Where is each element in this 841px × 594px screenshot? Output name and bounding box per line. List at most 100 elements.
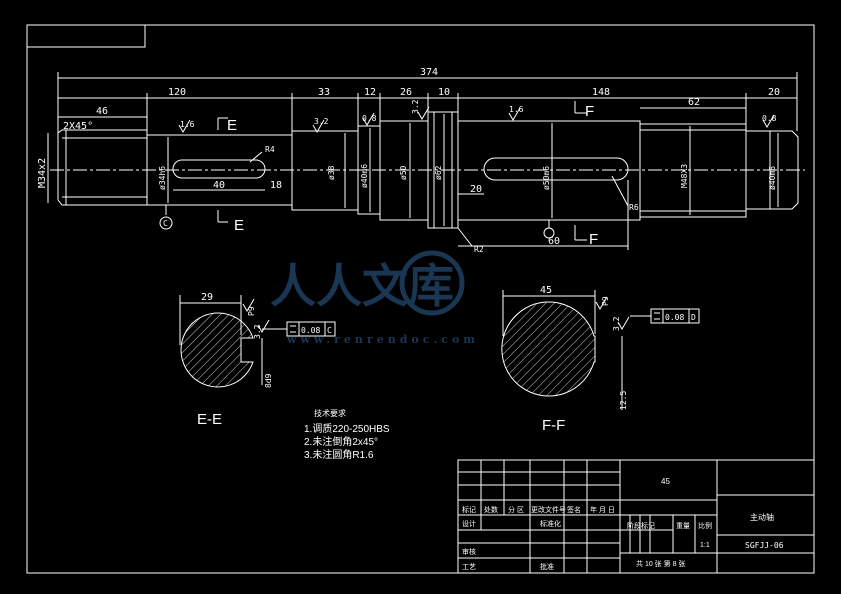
datum-d-symbol: [543, 227, 555, 239]
notes-title: 技术要求: [314, 408, 346, 418]
dim-r2: R2: [474, 245, 484, 254]
keyway-e: [172, 159, 266, 179]
datum-c-symbol: [159, 216, 173, 230]
ee-label: E-E: [197, 411, 222, 428]
section-mark-f-bottom: F: [589, 231, 598, 248]
rough-16a: 1.6: [180, 120, 195, 129]
ee-datum: C: [327, 326, 332, 335]
tb-drawing-no: SGFJJ-06: [745, 541, 784, 550]
title-block: 标记 处数 分 区 更改文件号 签名 年 月 日 设计 标准化 审核 工艺 批准…: [457, 459, 815, 574]
datum-c-letter: C: [163, 219, 168, 228]
watermark-brand: 人人文库: [270, 259, 454, 313]
tb-count: 处数: [484, 505, 498, 514]
dim-46: 46: [96, 106, 108, 117]
notes-line2: 2.未注倒角2x45°: [304, 435, 378, 448]
tb-material: 45: [661, 477, 670, 486]
shaft-view: [47, 111, 805, 229]
tb-docno: 更改文件号: [531, 505, 566, 514]
dim-dia40a: ø40m6: [360, 164, 369, 188]
tb-scale-h: 比例: [698, 521, 712, 530]
dim-20: 20: [768, 87, 780, 98]
notes-line3: 3.未注圆角R1.6: [304, 448, 374, 461]
tb-design: 设计: [462, 519, 476, 528]
dim-26: 26: [400, 87, 412, 98]
dim-thread2: M48X3: [680, 164, 689, 188]
rough-16b: 1.6: [509, 105, 524, 114]
thread-segment-48: [639, 123, 747, 218]
dim-120: 120: [168, 87, 186, 98]
tb-mark: 标记: [462, 505, 476, 514]
dim-148: 148: [592, 87, 610, 98]
ee-width: 29: [201, 292, 213, 303]
dim-dia34: ø34h6: [158, 166, 167, 190]
rough-08b: 0.8: [762, 114, 777, 123]
dim-12: 12: [364, 87, 376, 98]
section-ff-shape: [501, 301, 596, 397]
corner-label-box: [26, 24, 146, 48]
dim-r6: R6: [629, 203, 639, 212]
section-mark-e-top: E: [227, 117, 237, 134]
rough-32a: 3.2: [314, 117, 329, 126]
ee-tol: 0.08: [301, 326, 320, 335]
tb-check: 审核: [462, 547, 476, 556]
section-mark-e-bottom: E: [234, 217, 244, 234]
dim-chamfer: 2X45°: [63, 121, 93, 132]
dimension-texts: 374 120 46 33 12 26 10 148 62 20 40 18 2…: [37, 67, 780, 254]
roughness-icon: [362, 112, 375, 126]
ff-depth: 12.5: [619, 391, 628, 410]
thread-segment: [57, 129, 148, 206]
dim-18: 18: [270, 180, 282, 191]
dim-overall: 374: [420, 67, 438, 78]
segment-38: [291, 130, 359, 211]
tb-approve: 批准: [540, 562, 554, 571]
ff-width: 45: [540, 285, 552, 296]
notes-line1: 1.调质220-250HBS: [304, 423, 390, 435]
dim-33: 33: [318, 87, 330, 98]
drawing-border: [26, 24, 815, 574]
dim-dia38: ø38: [327, 165, 336, 180]
rough-08a: 0.8: [362, 114, 377, 123]
ff-datum: D: [691, 313, 696, 322]
tb-sheets: 共 10 张 第 8 张: [636, 559, 685, 568]
ee-rough: 3.2: [253, 324, 262, 339]
dim-dia50: ø50: [399, 165, 408, 180]
dim-60: 60: [548, 236, 560, 247]
keyway-f: [483, 157, 629, 181]
dim-10: 10: [438, 87, 450, 98]
section-ee: 29 3.2 8d9 P9 0.08 C E-E: [179, 292, 336, 428]
tb-weight: 重量: [676, 522, 690, 530]
ff-rough: 3.2: [612, 316, 621, 331]
dim-dia62: ø62: [434, 165, 443, 180]
ee-depth: 8d9: [264, 373, 273, 388]
dim-62: 62: [688, 97, 700, 108]
ff-key: P9: [601, 296, 610, 306]
roughness-icon: [417, 106, 430, 120]
dimension-lines: [57, 72, 798, 250]
technical-notes: 技术要求 1.调质220-250HBS 2.未注倒角2x45° 3.未注圆角R1…: [304, 408, 390, 461]
tb-stage: 阶段标记: [627, 521, 655, 530]
section-ff: 45 3.2 12.5 P9 0.08 D F-F: [501, 285, 700, 434]
tb-zone: 分 区: [508, 505, 524, 514]
tb-date: 年 月 日: [590, 505, 615, 514]
dim-dia50b: ø50m6: [542, 166, 551, 190]
ff-tol: 0.08: [665, 313, 684, 322]
tb-part-name: 主动轴: [750, 512, 774, 522]
tb-process: 工艺: [462, 563, 476, 571]
watermark-logo-ring: [399, 250, 465, 316]
dim-dia40b: ø40m6: [768, 166, 777, 190]
segment-40b: [746, 130, 799, 210]
dim-r4: R4: [265, 145, 275, 154]
ff-label: F-F: [542, 417, 565, 434]
roughness-icon: [508, 107, 521, 121]
ee-key: P9: [247, 306, 256, 316]
dim-40: 40: [213, 180, 225, 191]
dim-20b: 20: [470, 184, 482, 195]
dim-thread: M34x2: [37, 158, 48, 188]
tb-sign: 签名: [567, 505, 581, 514]
tb-scale: 1:1: [700, 542, 710, 549]
roughness-icon: [178, 119, 191, 133]
tb-std: 标准化: [540, 519, 561, 528]
roughness-icon: [312, 119, 325, 133]
roughness-icon: [762, 114, 775, 128]
